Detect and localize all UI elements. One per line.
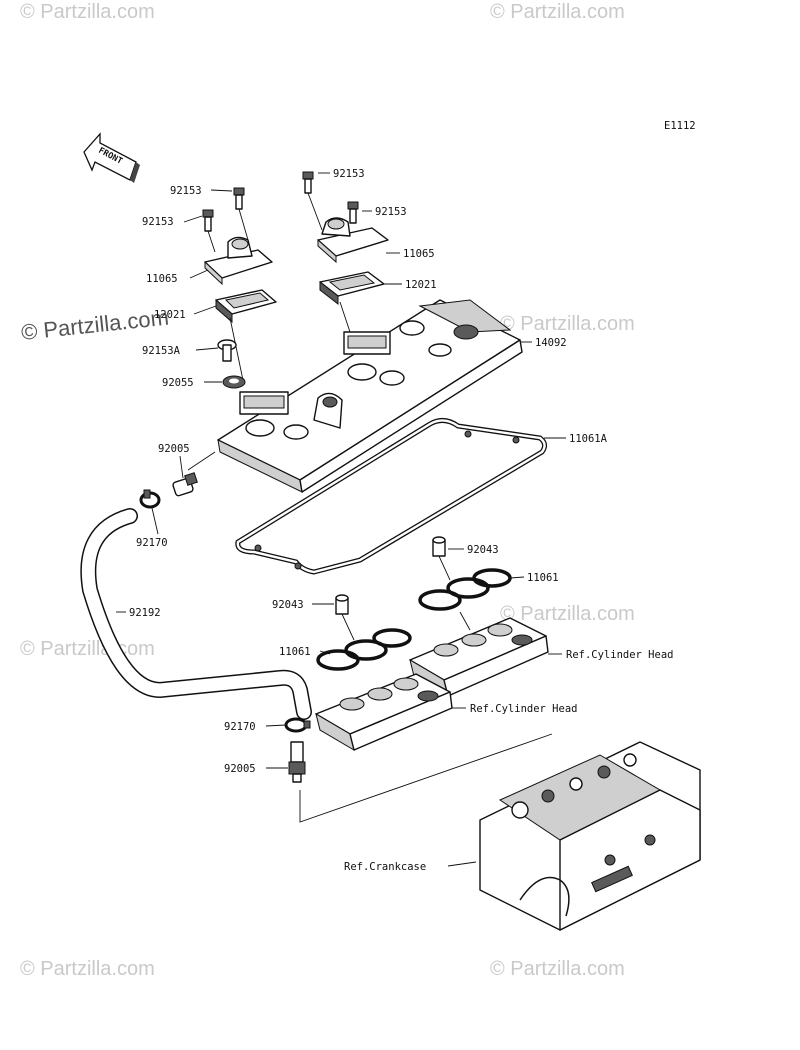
- reed-valve-12021-right: [319, 271, 385, 333]
- label-12021: 12021: [154, 309, 186, 321]
- watermark: © Partzilla.com: [20, 1, 155, 23]
- main-watermark: © Partzilla.com: [20, 305, 170, 345]
- label-92005: 92005: [158, 443, 190, 455]
- hose-92192: [80, 508, 312, 720]
- bolt-92153-right-upper: [302, 171, 323, 231]
- crankcase-bracket: [299, 733, 553, 823]
- label-92043: 92043: [272, 599, 304, 611]
- label-11061A: 11061A: [569, 433, 608, 445]
- diagram-code: E1112: [664, 120, 696, 132]
- watermark: © Partzilla.com: [500, 603, 635, 625]
- cylinder-head-cover-14092: [217, 299, 523, 493]
- label-92153: 92153: [375, 206, 407, 218]
- label-ref-cylinder-head: Ref.Cylinder Head: [566, 649, 673, 661]
- watermark: © Partzilla.com: [490, 958, 625, 980]
- bolt-92153A: [217, 339, 237, 362]
- label-11065: 11065: [403, 248, 435, 260]
- label-92153: 92153: [142, 216, 174, 228]
- cover-11065-right: [317, 217, 389, 264]
- label-92153: 92153: [333, 168, 365, 180]
- watermark: © Partzilla.com: [20, 958, 155, 980]
- label-92043: 92043: [467, 544, 499, 556]
- bolt-92153-right-lower: [347, 201, 359, 224]
- label-92153A: 92153A: [142, 345, 181, 357]
- clamp-92170-upper: [139, 489, 161, 509]
- plug-gasket-11061-left: [316, 628, 412, 671]
- label-92170: 92170: [136, 537, 168, 549]
- label-92055: 92055: [162, 377, 194, 389]
- dowel-92043-right: [432, 536, 451, 581]
- washer-92055: [222, 375, 246, 389]
- label-12021: 12021: [405, 279, 437, 291]
- watermark: © Partzilla.com: [490, 1, 625, 23]
- label-92170: 92170: [224, 721, 256, 733]
- ref-crankcase: [479, 741, 701, 931]
- clamp-92170-lower: [284, 717, 311, 733]
- label-92153: 92153: [170, 185, 202, 197]
- label-11065: 11065: [146, 273, 178, 285]
- label-11061: 11061: [527, 572, 559, 584]
- plug-gasket-11061-right: [418, 568, 512, 631]
- front-arrow-icon: FRONT: [83, 132, 140, 183]
- label-ref-crankcase: Ref.Crankcase: [344, 861, 426, 873]
- fitting-92005-upper: [172, 451, 216, 497]
- bolt-92153-left-lower: [202, 209, 216, 253]
- watermark: © Partzilla.com: [20, 638, 155, 660]
- label-92005: 92005: [224, 763, 256, 775]
- label-14092: 14092: [535, 337, 567, 349]
- cover-11065-left: [204, 236, 273, 286]
- ref-cylinder-head-left: [315, 673, 453, 752]
- reed-valve-12021-left: [215, 289, 277, 386]
- label-92192: 92192: [129, 607, 161, 619]
- dowel-92043-left: [335, 594, 355, 641]
- leader-lines: [116, 172, 566, 867]
- watermark: © Partzilla.com: [500, 313, 635, 335]
- label-ref-cylinder-head: Ref.Cylinder Head: [470, 703, 577, 715]
- ref-cylinder-head-right: [409, 617, 549, 698]
- gasket-11061A: [235, 418, 548, 575]
- label-11061: 11061: [279, 646, 311, 658]
- part-labels: 92153 92153 92153 92153 11065 11065 1202…: [129, 168, 673, 873]
- bolt-92153-left-upper: [233, 187, 249, 241]
- fitting-92005-lower: [288, 741, 306, 783]
